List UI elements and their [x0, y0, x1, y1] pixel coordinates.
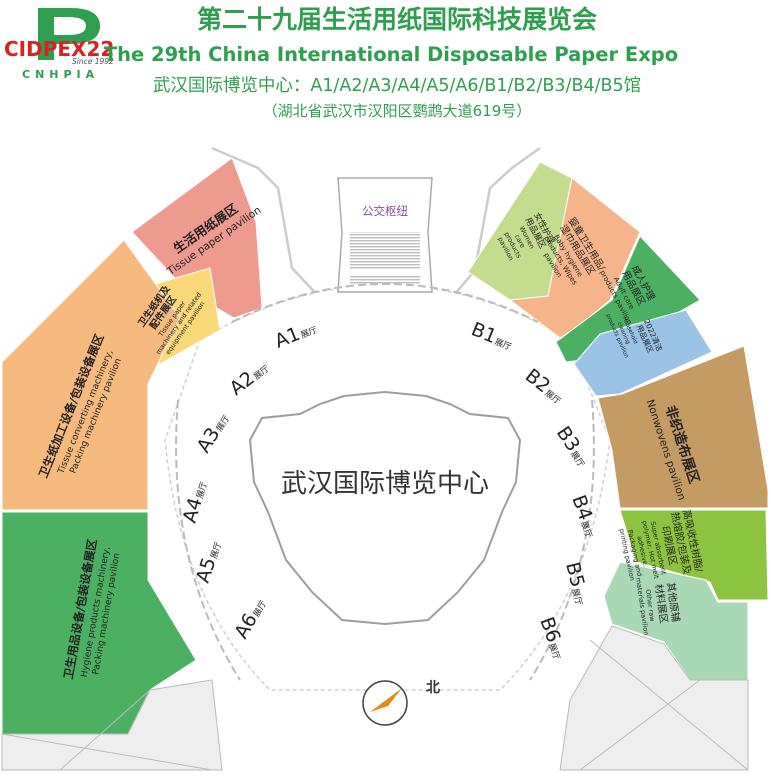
compass-needle-icon: [370, 688, 402, 712]
hall-suffix: 展厅: [546, 642, 561, 662]
zone-se-service: [559, 625, 749, 771]
bus-hub: 公交枢纽: [337, 177, 433, 293]
hall-ring: [175, 283, 595, 681]
bus-bays: [350, 232, 420, 270]
zone-converting-machinery: [1, 239, 181, 511]
center-label: 武汉国际博览中心: [281, 469, 489, 499]
title-en: The 29th China International Disposable …: [104, 43, 678, 66]
venue-line: 武汉国际博览中心：A1/A2/A3/A4/A5/A6/B1/B2/B3/B4/B…: [153, 76, 641, 96]
ring-outer-east: [529, 399, 595, 681]
zone-nonwovens: [597, 345, 769, 509]
zone-baby-wipes: [508, 177, 641, 339]
logo-text: CIDPEX22: [4, 37, 114, 61]
sw-service-diag-1: [1, 733, 213, 771]
compass: 北: [362, 680, 440, 726]
hall-suffix: 展厅: [569, 588, 583, 607]
zone-sw-service: [1, 679, 223, 771]
compass-label: 北: [426, 680, 440, 696]
se-service-diag-1: [589, 639, 749, 771]
ring-outer-north: [231, 283, 539, 323]
central-building-outline: [248, 390, 522, 626]
se-service-diag-2: [579, 679, 701, 771]
ring-outer-west: [175, 399, 241, 681]
title-cn: 第二十九届生活用纸国际科技展览会: [197, 5, 597, 34]
logo-org: CNHPIA: [22, 68, 99, 81]
sw-service-diag-2: [59, 689, 151, 771]
logo-bar: [38, 8, 54, 60]
address-line: （湖北省武汉市汉阳区鹦鹉大道619号）: [263, 102, 532, 120]
logo-p-shape: [54, 8, 100, 44]
hall-suffix: 展厅: [195, 480, 209, 500]
zone-hotmelt-adhesive: [619, 509, 769, 601]
bus-bays-lower: [350, 275, 420, 285]
label-adult-care: 成人护理 用品展区 Adult care products pavilion: [598, 263, 657, 326]
cidpex-logo: CIDPEX22 Since 1992 CNHPIA: [4, 8, 114, 81]
central-building: 武汉国际博览中心: [248, 390, 522, 626]
logo-since: Since 1992: [72, 57, 114, 66]
bus-hub-label: 公交枢纽: [362, 204, 408, 218]
zone-cleaning: [573, 309, 713, 397]
